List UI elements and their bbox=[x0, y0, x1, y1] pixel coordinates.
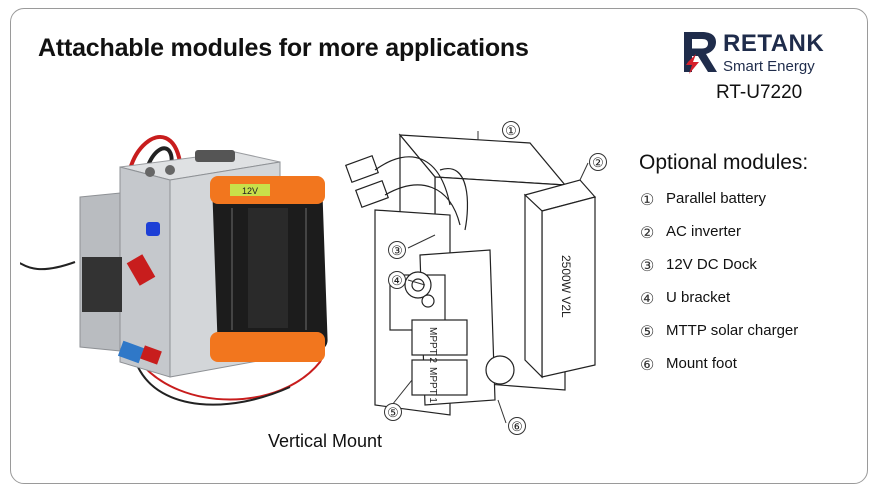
callout-6: ⑥ bbox=[508, 417, 526, 435]
callout-2: ② bbox=[589, 153, 607, 171]
mppt1-label: MPPT 1 bbox=[427, 367, 438, 403]
callout-4: ④ bbox=[388, 271, 406, 289]
module-diagram: 2500W V2L MPPT 2 MPPT 1 ① ② ③ ④ ⑤ ⑥ bbox=[330, 115, 620, 445]
callout-5: ⑤ bbox=[384, 403, 402, 421]
mppt2-label: MPPT 2 bbox=[427, 327, 438, 363]
ac-module-label: 2500W V2L bbox=[559, 255, 573, 318]
callout-3: ③ bbox=[388, 241, 406, 259]
page-title: Attachable modules for more applications bbox=[38, 34, 529, 62]
callout-1: ① bbox=[502, 121, 520, 139]
product-photo: 12V bbox=[14, 112, 340, 422]
inverter-display: 12V bbox=[242, 186, 258, 196]
model-number: RT-U7220 bbox=[716, 82, 803, 103]
brand-wordmark: RETANK bbox=[723, 30, 825, 57]
photo-caption: Vertical Mount bbox=[268, 431, 383, 451]
retank-logo-icon bbox=[684, 32, 717, 74]
optional-modules-title: Optional modules: bbox=[639, 151, 809, 174]
brand-tagline: Smart Energy bbox=[723, 58, 815, 75]
brand-logo: RETANK Smart Energy bbox=[680, 28, 850, 78]
